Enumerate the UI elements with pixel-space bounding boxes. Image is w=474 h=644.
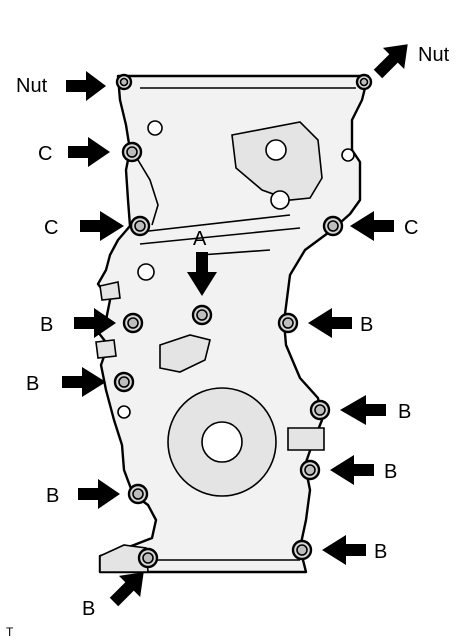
arrow-b-left-2 (62, 367, 106, 397)
arrow-nut-right (373, 44, 408, 79)
label-nut-right: Nut (418, 44, 450, 66)
left-notch-upper (99, 281, 121, 301)
label-b-left-2: B (26, 373, 39, 395)
label-b-left-1: B (40, 314, 53, 336)
left-mid-hole (137, 263, 155, 281)
bolt-c-mid-left (129, 215, 151, 237)
upper-boss-hole (265, 139, 287, 161)
bolt-b-right-4 (291, 539, 313, 561)
arrow-c-right (350, 211, 394, 241)
label-b-right-2: B (398, 401, 411, 423)
upper-right-hole (341, 148, 355, 162)
arrow-c-upper-left (68, 137, 110, 167)
bolt-nut-left (115, 73, 133, 91)
arrow-b-left-1 (74, 308, 116, 338)
label-c-right: C (404, 217, 418, 239)
corner-mark: T (6, 625, 14, 639)
arrow-b-right-4 (322, 535, 366, 565)
label-nut-left: Nut (16, 75, 48, 97)
bolt-c-right (322, 215, 344, 237)
label-a-center: A (193, 228, 207, 250)
label-b-bottom-left: B (82, 598, 95, 620)
arrow-a-center (187, 252, 217, 296)
oil-slot (159, 334, 211, 373)
label-c-upper-left: C (38, 143, 52, 165)
bolt-b-left-3 (127, 483, 149, 505)
bolt-b-right-2 (309, 399, 331, 421)
label-c-mid-left: C (44, 217, 58, 239)
cover-inner-edge (100, 87, 356, 561)
sensor-tab (287, 427, 325, 451)
bolt-b-right-1 (277, 312, 299, 334)
upper-left-hole (147, 120, 163, 136)
arrow-b-left-3 (78, 479, 120, 509)
bolt-b-bottom-left (137, 547, 159, 569)
label-b-right-1: B (360, 314, 373, 336)
arrow-b-right-2 (340, 395, 386, 425)
arrow-b-bottom-left (109, 572, 144, 607)
sensor-hole (270, 190, 290, 210)
arrow-nut-left (66, 71, 106, 101)
left-low-hole (117, 405, 131, 419)
bolt-b-left-1 (122, 312, 144, 334)
arrow-b-right-1 (308, 308, 352, 338)
bolt-a-center (191, 304, 213, 326)
label-b-right-3: B (384, 461, 397, 483)
label-b-right-4: B (374, 541, 387, 563)
upper-boss (231, 121, 323, 201)
arrow-c-mid-left (80, 211, 124, 241)
crankshaft-bore (201, 421, 243, 463)
left-notch-lower (95, 339, 117, 359)
bolt-b-right-3 (299, 459, 321, 481)
bolt-nut-right (355, 73, 373, 91)
label-b-left-3: B (46, 485, 59, 507)
bolt-b-left-2 (113, 371, 135, 393)
arrow-b-right-3 (330, 455, 374, 485)
bolt-c-upper-left (121, 141, 143, 163)
